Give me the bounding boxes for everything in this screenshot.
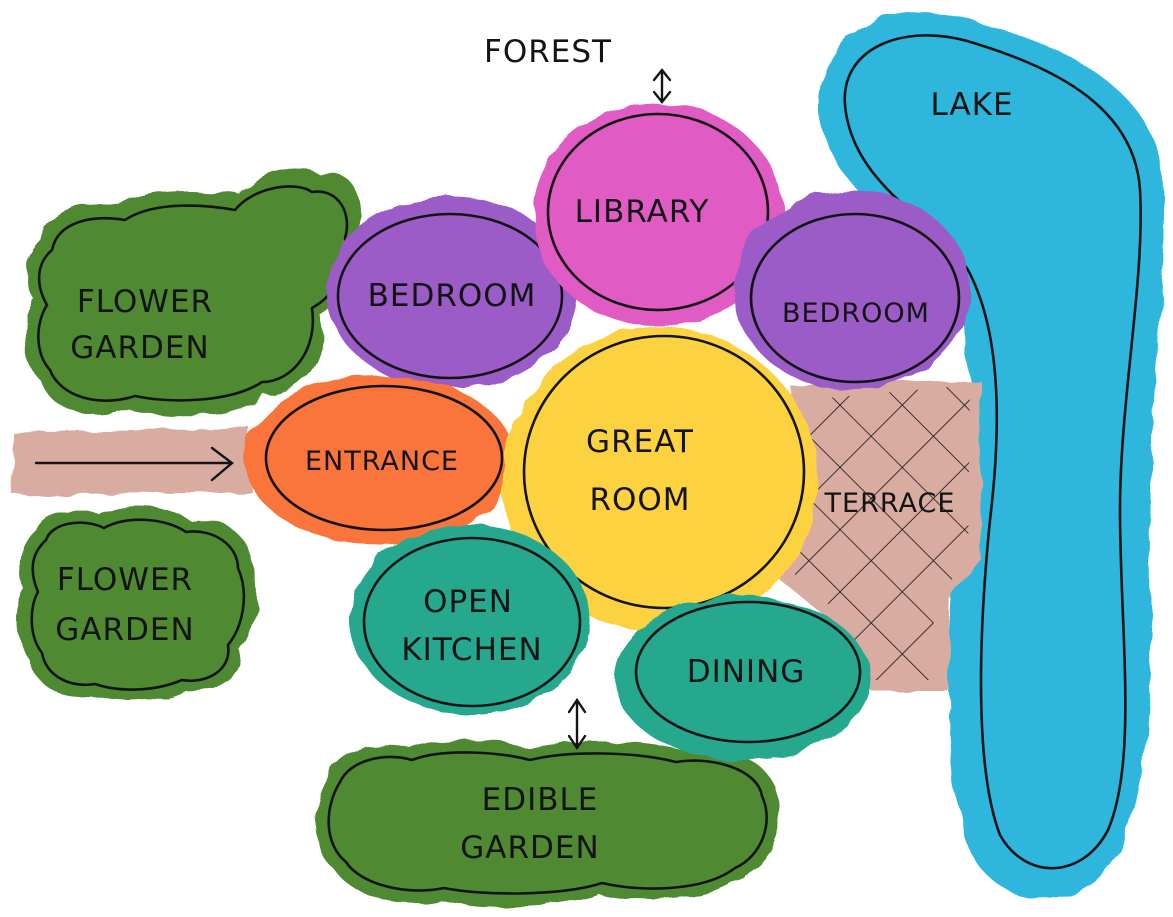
bedroom-right-fill xyxy=(734,190,970,390)
entrance-path-arrow-icon xyxy=(210,446,234,482)
great-room-label-2: ROOM xyxy=(589,482,690,518)
bedroom-right-label: BEDROOM xyxy=(782,298,930,329)
terrace-label: TERRACE xyxy=(824,488,956,519)
entrance-outline xyxy=(264,384,504,532)
edible-garden-label-2: GARDEN xyxy=(460,830,599,866)
library-zone: LIBRARY xyxy=(533,103,783,327)
great-room-zone: GREAT ROOM xyxy=(502,328,818,632)
flower-garden-top-outline xyxy=(37,185,349,402)
dining-outline xyxy=(634,600,862,744)
bedroom-right-outline xyxy=(749,212,961,384)
terrace-zone: TERRACE xyxy=(780,380,982,690)
bedroom-left-fill xyxy=(327,197,577,389)
lake-fill xyxy=(820,12,1165,899)
forest-library-arrow-icon xyxy=(652,68,672,104)
lake-outline xyxy=(843,34,1142,870)
flower-garden-top-label-2: GARDEN xyxy=(70,330,209,366)
bedroom-right-zone: BEDROOM xyxy=(734,190,970,390)
great-room-outline xyxy=(522,334,806,610)
open-kitchen-label-2: KITCHEN xyxy=(401,632,542,668)
entrance-path xyxy=(12,428,252,496)
bedroom-left-label: BEDROOM xyxy=(368,278,537,314)
edible-garden-outline xyxy=(327,751,768,895)
flower-garden-bottom-fill xyxy=(16,505,258,702)
dining-label: DINING xyxy=(687,654,806,690)
kitchen-edible-garden-arrow-icon xyxy=(567,697,587,751)
flower-garden-bottom-label-1: FLOWER xyxy=(57,562,193,598)
library-outline xyxy=(546,112,770,312)
flower-garden-top-label-1: FLOWER xyxy=(77,284,213,320)
forest-label: FOREST xyxy=(484,34,612,70)
flower-garden-top-fill xyxy=(24,167,363,417)
terrace-hatch xyxy=(795,385,970,680)
flower-garden-bottom-label-2: GARDEN xyxy=(55,612,194,648)
edible-garden-zone: EDIBLE GARDEN xyxy=(315,740,781,907)
entrance-fill xyxy=(245,375,515,545)
lake-label: LAKE xyxy=(930,87,1013,123)
flower-garden-top-zone: FLOWER GARDEN xyxy=(24,167,363,417)
great-room-fill xyxy=(502,328,818,632)
entrance-label: ENTRANCE xyxy=(305,446,459,477)
library-fill xyxy=(533,103,783,327)
bedroom-left-zone: BEDROOM xyxy=(327,197,577,389)
entrance-zone: ENTRANCE xyxy=(245,375,515,545)
lake-zone: LAKE xyxy=(820,12,1165,899)
flower-garden-bottom-outline xyxy=(30,518,246,691)
open-kitchen-zone: OPEN KITCHEN xyxy=(350,525,590,715)
open-kitchen-label-1: OPEN xyxy=(423,584,513,620)
edible-garden-label-1: EDIBLE xyxy=(482,782,599,818)
library-label: LIBRARY xyxy=(575,194,710,230)
open-kitchen-outline xyxy=(362,536,582,708)
flower-garden-bottom-zone: FLOWER GARDEN xyxy=(16,505,258,702)
bedroom-left-outline xyxy=(336,212,564,380)
dining-zone: DINING xyxy=(614,596,870,760)
open-kitchen-fill xyxy=(350,525,590,715)
dining-fill xyxy=(614,596,870,760)
great-room-label-1: GREAT xyxy=(586,424,694,460)
edible-garden-fill xyxy=(315,740,781,907)
